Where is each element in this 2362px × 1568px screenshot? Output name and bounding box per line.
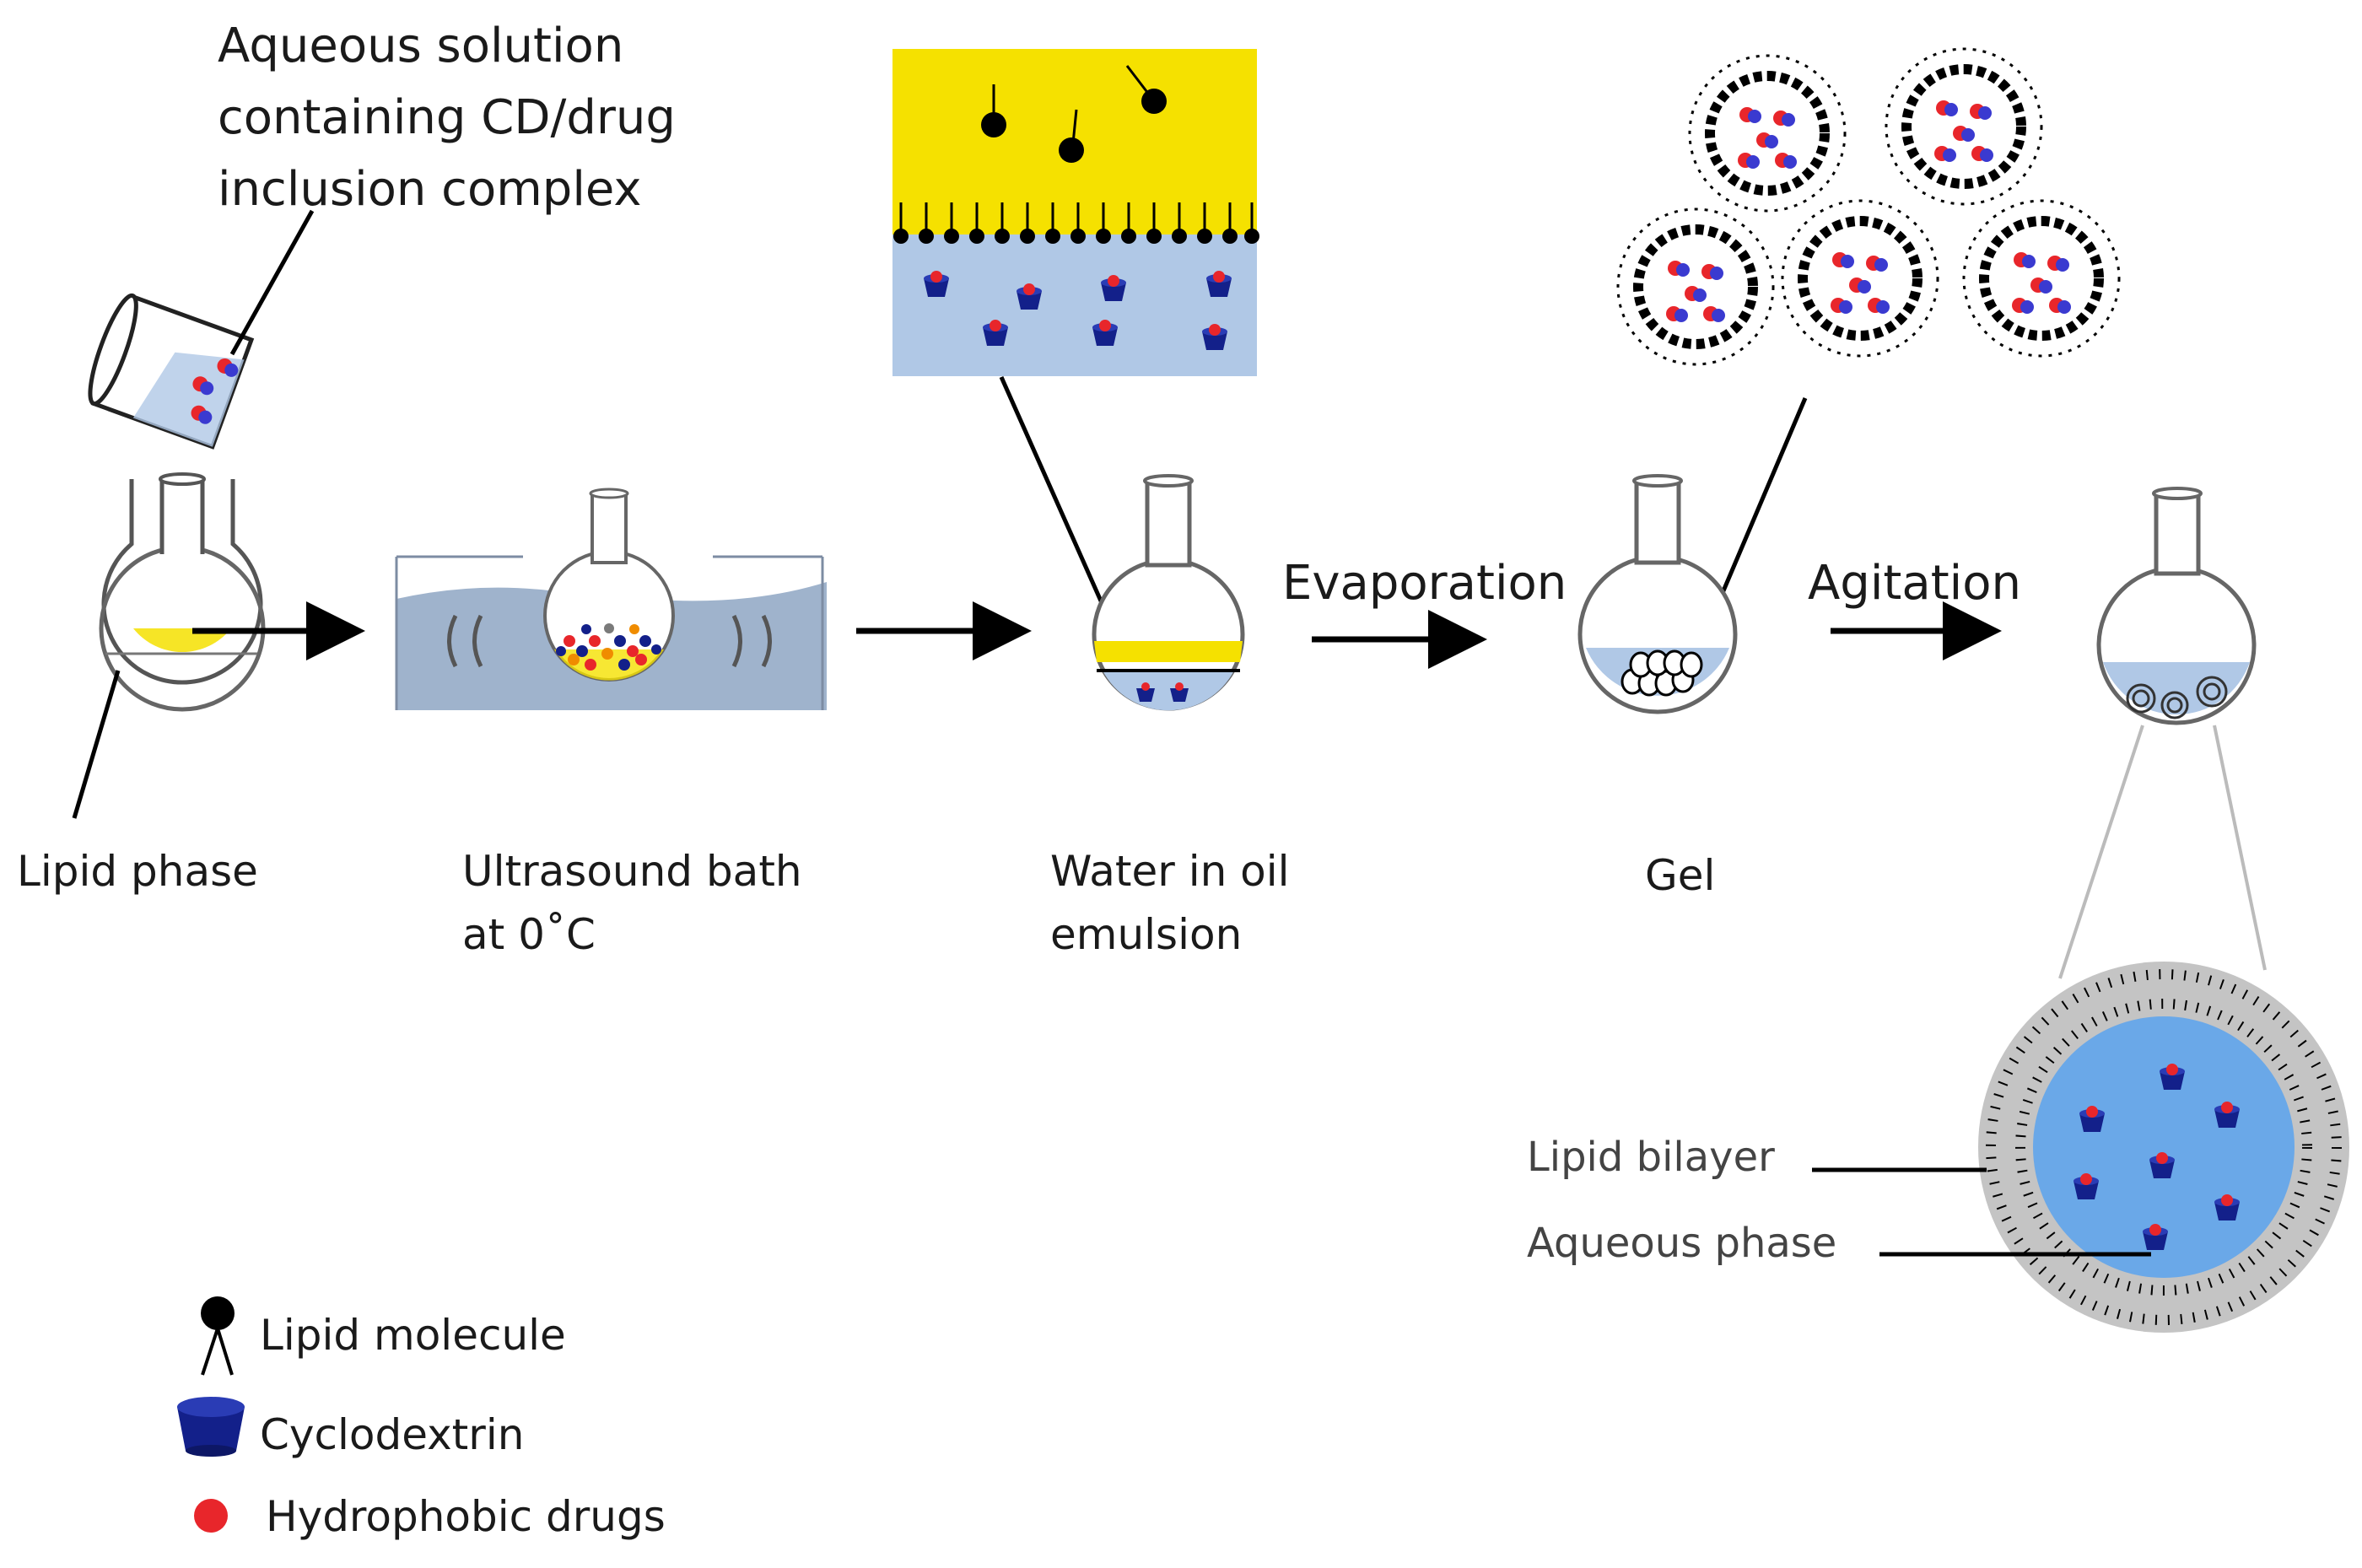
gel-label: Gel	[1645, 851, 1715, 900]
flask-emulsion	[1092, 474, 1245, 711]
lipid-bilayer-label: Lipid bilayer	[1527, 1134, 1775, 1181]
liposome-cross-section	[1978, 962, 2349, 1333]
aqueous-phase-label: Aqueous phase	[1527, 1220, 1836, 1267]
hydrophobic-drug-icon	[194, 1499, 228, 1533]
lipid-molecule-icon	[201, 1296, 235, 1376]
emulsion-inset	[892, 49, 1259, 376]
agitation-label: Agitation	[1808, 556, 2021, 611]
lipid-phase-label: Lipid phase	[17, 847, 258, 896]
water-in-oil-label-line2: emulsion	[1050, 910, 1242, 959]
legend-cyclodextrin: Cyclodextrin	[260, 1410, 524, 1459]
cyclodextrin-icon	[177, 1397, 245, 1457]
aqueous-label-line2: containing CD/drug	[218, 90, 676, 145]
ultrasound-label-line2: at 0˚C	[462, 910, 596, 959]
ultrasound-bath	[395, 488, 827, 710]
zoom-line-right	[2213, 725, 2267, 971]
aqueous-label-line3: inclusion complex	[218, 162, 642, 217]
aqueous-label-line1: Aqueous solution	[218, 19, 623, 73]
legend-lipid-molecule: Lipid molecule	[260, 1311, 566, 1360]
flask-liposomes	[2096, 487, 2257, 725]
ultrasound-label-line1: Ultrasound bath	[462, 847, 802, 896]
legend-hydrophobic-drugs: Hydrophobic drugs	[266, 1492, 666, 1541]
flask-gel	[1577, 474, 1738, 714]
flask-lipid-phase	[99, 472, 266, 712]
water-in-oil-label-line1: Water in oil	[1050, 847, 1290, 896]
beaker-pointer-line	[229, 209, 315, 356]
evaporation-label: Evaporation	[1282, 556, 1567, 611]
beaker-icon	[88, 293, 255, 450]
lipid-pointer-line	[72, 670, 121, 819]
reverse-micelles	[1616, 47, 2121, 366]
zoom-line-left	[2058, 725, 2144, 979]
legend: Lipid molecule Cyclodextrin Hydrophobic …	[177, 1296, 666, 1541]
